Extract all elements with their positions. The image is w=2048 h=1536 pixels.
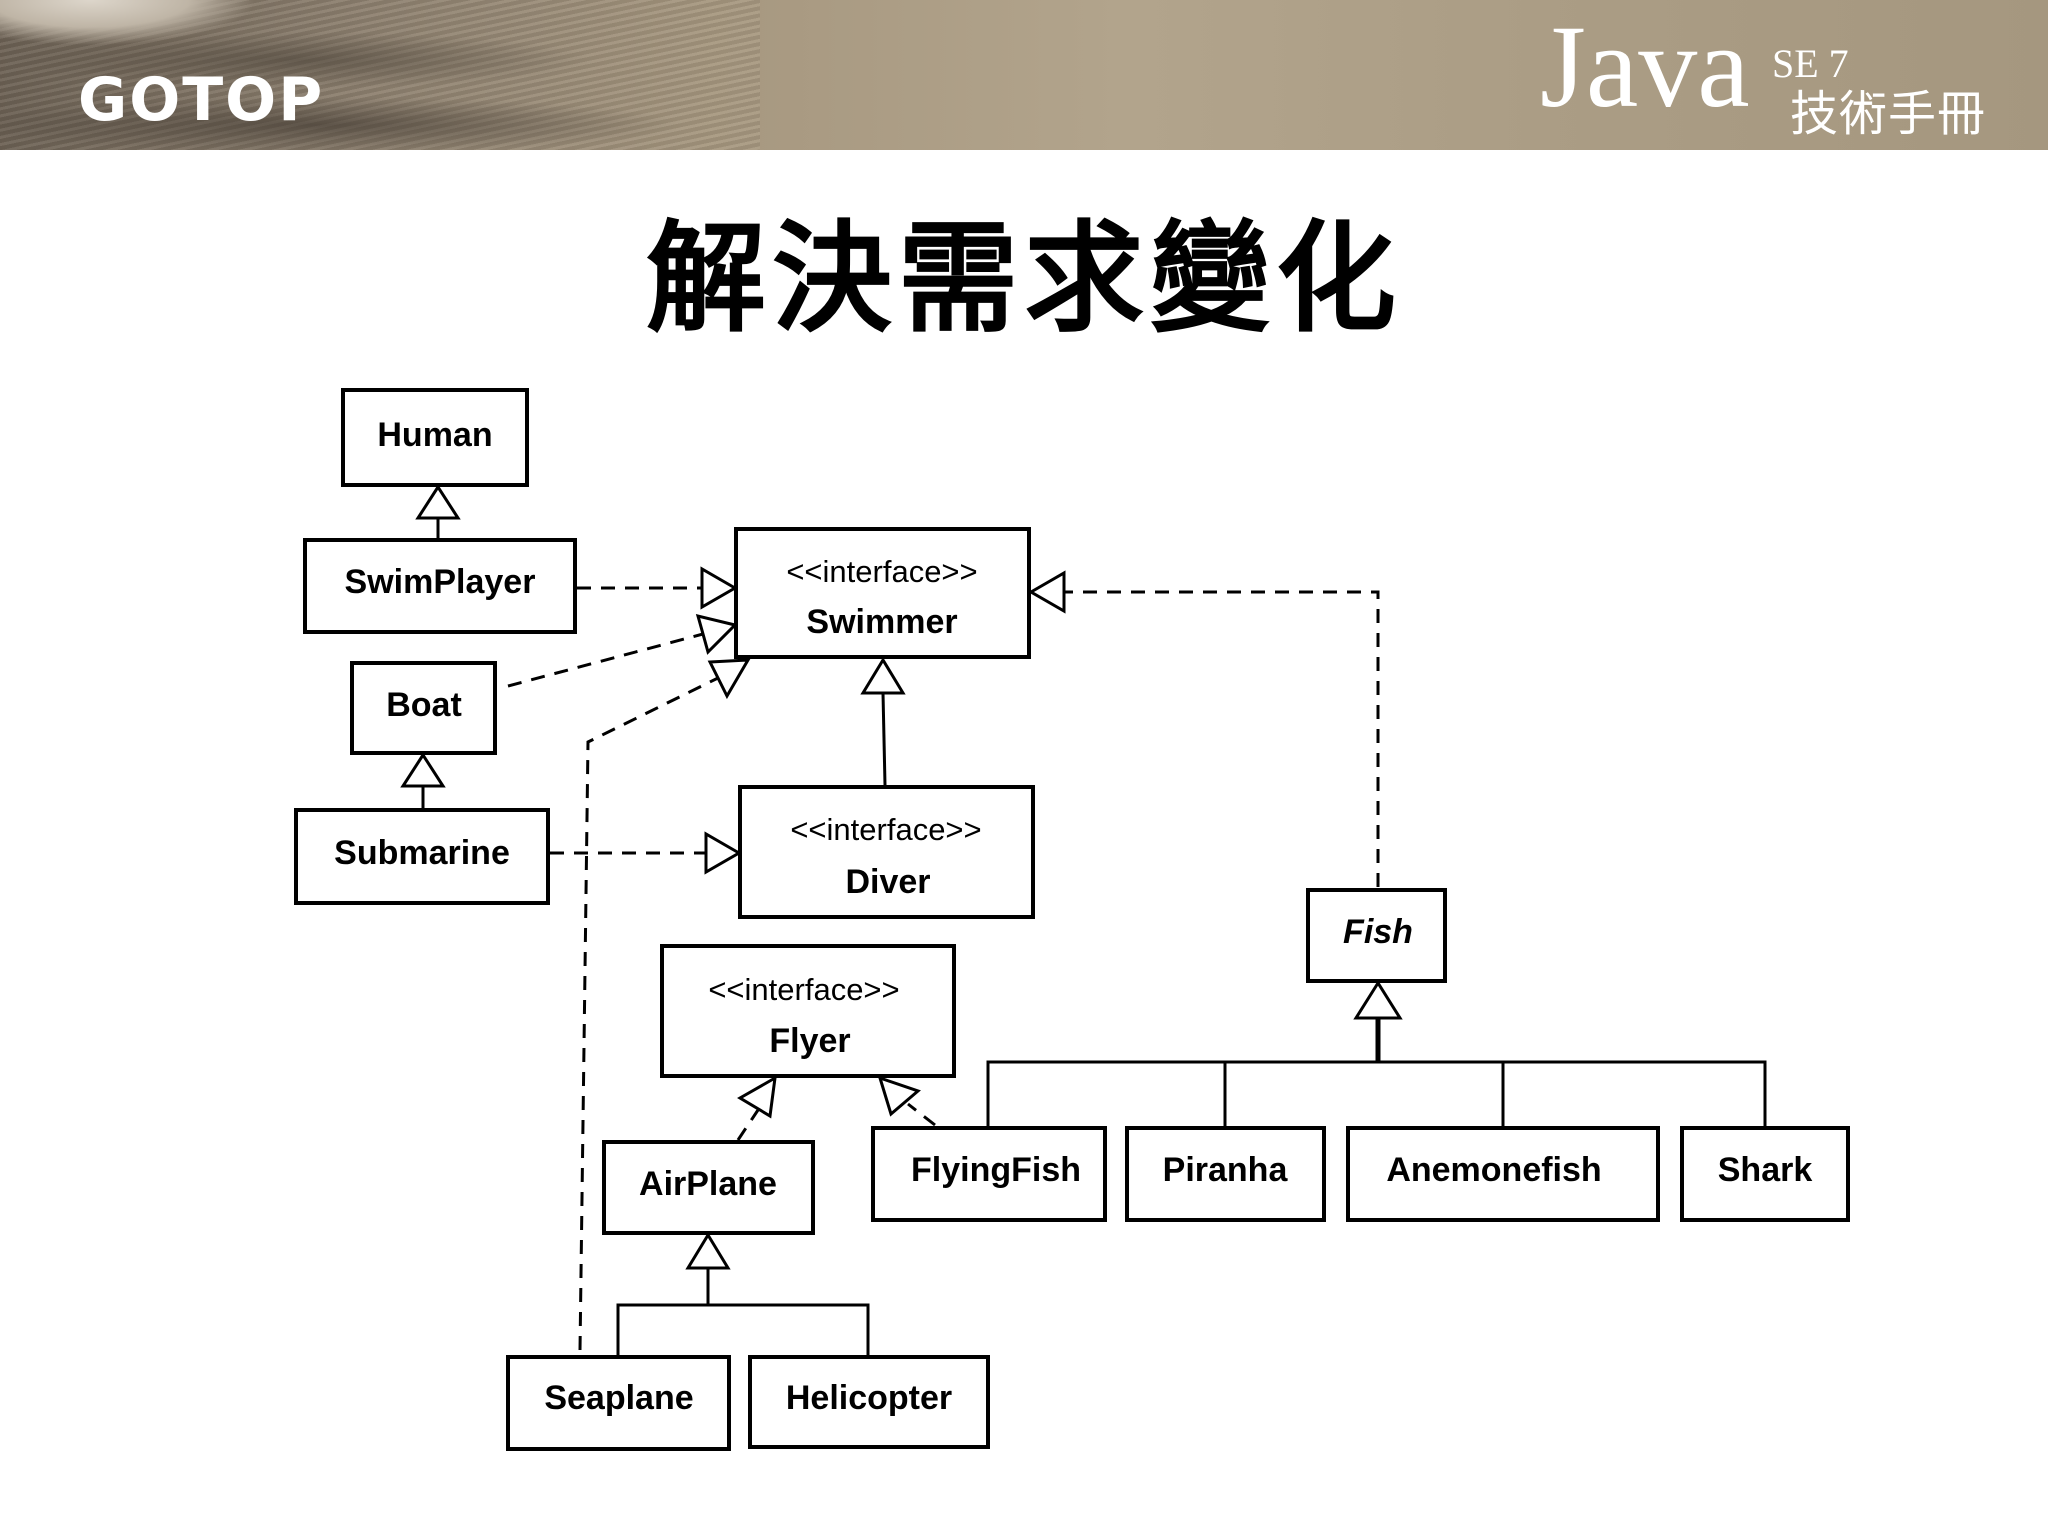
java-logo-version: SE 7: [1772, 41, 1849, 86]
edge-fish-swimmer: [1064, 590, 1380, 887]
realization-arrowhead: [877, 1075, 921, 1117]
realization-arrowhead: [737, 1075, 777, 1119]
class-name: FlyingFish: [911, 1151, 1081, 1189]
class-seaplane[interactable]: Seaplane: [506, 1355, 731, 1451]
interface-box: [738, 785, 1035, 919]
class-swimplayer[interactable]: SwimPlayer: [303, 538, 577, 634]
class-anemonefish[interactable]: Anemonefish: [1346, 1126, 1660, 1222]
interface-flyer[interactable]: <<interface>> Flyer: [660, 944, 956, 1078]
slide-title: 解決需求變化: [646, 210, 1402, 349]
edge-boat-swimmer: [507, 632, 704, 688]
edge-diver-swimmer: [881, 692, 887, 786]
class-box: [1306, 888, 1447, 983]
realization-arrowhead: [700, 566, 739, 610]
interface-name: Flyer: [769, 1022, 850, 1060]
edge-airplane-flyer: [736, 1109, 760, 1141]
interface-name: Diver: [845, 863, 930, 901]
interface-box: [660, 944, 956, 1078]
interface-stereotype: <<interface>>: [708, 972, 899, 1007]
class-name: Anemonefish: [1386, 1151, 1601, 1189]
class-piranha[interactable]: Piranha: [1125, 1126, 1326, 1222]
class-name: Seaplane: [544, 1379, 693, 1417]
class-flyingfish[interactable]: FlyingFish: [871, 1126, 1107, 1222]
header-banner: GOTOP Java SE 7 技術手冊: [0, 0, 2048, 150]
realization-arrowhead: [695, 613, 738, 655]
java-se7-logo: Java SE 7 技術手冊: [1540, 8, 2020, 148]
generalization-arrowhead: [685, 1232, 731, 1270]
class-airplane[interactable]: AirPlane: [602, 1140, 815, 1235]
class-box: [506, 1355, 731, 1451]
class-box: [871, 1126, 1107, 1222]
class-box: [341, 388, 529, 487]
gotop-logo: GOTOP: [78, 65, 325, 135]
class-helicopter[interactable]: Helicopter: [748, 1355, 990, 1449]
interface-box: [734, 527, 1031, 659]
class-shark[interactable]: Shark: [1680, 1126, 1850, 1222]
interface-name: Swimmer: [806, 603, 957, 641]
class-box: [1125, 1126, 1326, 1222]
realization-arrowhead: [704, 831, 743, 875]
class-box: [303, 538, 577, 634]
java-logo-book-title: 技術手冊: [1790, 86, 1987, 142]
java-logo-word: Java: [1540, 1, 1750, 132]
generalization-arrowhead: [860, 657, 906, 695]
edge-flyingfish-flyer: [907, 1102, 936, 1127]
class-box: [1346, 1126, 1660, 1222]
class-name: Boat: [386, 686, 462, 724]
class-name: Fish: [1343, 913, 1413, 951]
interface-stereotype: <<interface>>: [790, 812, 981, 847]
realization-arrowhead: [707, 658, 751, 700]
interface-stereotype: <<interface>>: [786, 554, 977, 589]
class-name: Shark: [1718, 1151, 1813, 1189]
class-box: [602, 1140, 815, 1235]
class-boat[interactable]: Boat: [350, 661, 497, 755]
class-name: Piranha: [1163, 1151, 1289, 1189]
class-box: [350, 661, 497, 755]
interface-swimmer[interactable]: <<interface>> Swimmer: [734, 527, 1031, 659]
class-submarine[interactable]: Submarine: [294, 808, 550, 905]
sand-background-image: [0, 0, 760, 150]
generalization-arrowhead: [400, 752, 446, 788]
edge-fish-subclasses: [986, 1060, 1767, 1126]
interface-diver[interactable]: <<interface>> Diver: [738, 785, 1035, 919]
class-box: [294, 808, 550, 905]
edge-seaplane-swimmer: [578, 676, 719, 1351]
class-name: Helicopter: [786, 1379, 952, 1417]
class-box: [748, 1355, 990, 1449]
realization-arrowhead: [1027, 570, 1066, 614]
class-box: [1680, 1126, 1850, 1222]
edge-airplane-subclasses: [616, 1303, 870, 1355]
generalization-arrowhead: [415, 484, 461, 520]
abstract-class-fish[interactable]: Fish: [1306, 888, 1447, 983]
class-name: Submarine: [334, 834, 510, 872]
class-human[interactable]: Human: [341, 388, 529, 487]
class-name: Human: [377, 416, 492, 454]
class-name: AirPlane: [639, 1165, 777, 1203]
class-name: SwimPlayer: [345, 563, 536, 601]
generalization-arrowhead: [1353, 980, 1403, 1020]
